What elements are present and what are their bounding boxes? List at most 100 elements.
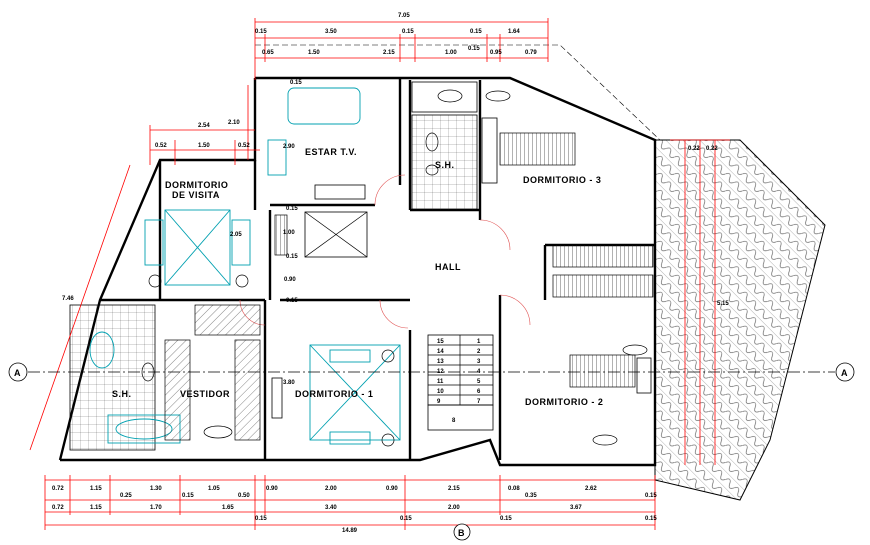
room-label-dormitorio-2: DORMITORIO - 2 xyxy=(525,397,603,407)
dim-380: 3.80 xyxy=(283,380,295,386)
stair-step-7: 7 xyxy=(477,399,481,405)
upper-projection-line xyxy=(255,44,661,141)
axis-label-a-left: A xyxy=(14,368,21,378)
dim-top-r1-1: 3.50 xyxy=(325,29,337,35)
stair-step-9: 9 xyxy=(437,399,441,405)
room-label-dormitorio-1: DORMITORIO - 1 xyxy=(295,389,373,399)
dim-bot-r2-0: 0.72 xyxy=(52,505,64,511)
dim-left-254: 2.54 xyxy=(198,123,210,129)
dim-015c: 0.15 xyxy=(286,298,298,304)
room-label-sh-left: S.H. xyxy=(112,389,132,399)
dim-bot-r1-8: 2.00 xyxy=(325,486,337,492)
roof-area xyxy=(654,139,826,501)
dim-top-r2-1: 1.50 xyxy=(308,50,320,56)
dim-bot-r3-1: 0.15 xyxy=(400,516,412,522)
room-label-sh-top: S.H. xyxy=(435,160,455,170)
dim-top-r2-4: 0.15 xyxy=(468,46,480,52)
dim-bot-r1-11: 0.08 xyxy=(508,486,520,492)
staircase: 15 14 13 12 11 10 9 1 2 3 4 5 6 7 8 xyxy=(427,334,494,431)
dim-bot-r1-13: 0.35 xyxy=(525,493,537,499)
dim-left-overall: 7.46 xyxy=(62,296,74,302)
room-label-dormitorio-3: DORMITORIO - 3 xyxy=(523,175,601,185)
door-swings xyxy=(239,174,531,329)
dim-bot-r3-2: 0.15 xyxy=(500,516,512,522)
dim-top-r2-3: 1.00 xyxy=(445,50,457,56)
stair-step-13: 13 xyxy=(437,359,444,365)
dim-015b: 0.15 xyxy=(286,254,298,260)
dim-bot-r3-0: 0.15 xyxy=(255,516,267,522)
room-label-dormitorio-visita-line1: DORMITORIO xyxy=(165,180,228,190)
dim-bot-r3-3: 0.15 xyxy=(645,516,657,522)
axis-b: B xyxy=(453,523,471,541)
dim-090: 0.90 xyxy=(284,277,296,283)
stair-landing-8: 8 xyxy=(452,418,456,424)
dim-bot-r1-0: 0.72 xyxy=(52,486,64,492)
stair-step-12: 12 xyxy=(437,369,444,375)
dim-bot-r1-6: 0.50 xyxy=(238,493,250,499)
dim-top-r1-3: 0.15 xyxy=(470,29,482,35)
estar-furniture xyxy=(267,87,366,200)
stair-step-6: 6 xyxy=(477,389,481,395)
dim-left-210: 2.10 xyxy=(228,120,240,126)
void-shaft xyxy=(304,211,368,258)
dim-top-r2-0: 0.65 xyxy=(262,50,274,56)
dim-bot-r1-2: 0.25 xyxy=(120,493,132,499)
bedroom-3-bed xyxy=(481,90,576,184)
dim-top-r2-2: 2.15 xyxy=(383,50,395,56)
dim-bot-r1-12: 2.62 xyxy=(585,486,597,492)
dim-bot-r1-7: 0.90 xyxy=(266,486,278,492)
dim-205: 2.05 xyxy=(230,232,242,238)
dim-015d: 0.15 xyxy=(290,80,302,86)
dim-bot-r1-1: 1.15 xyxy=(90,486,102,492)
guest-bed xyxy=(144,209,251,288)
dim-bot-overall: 14.89 xyxy=(342,528,358,534)
bedroom-1-bed xyxy=(271,344,401,447)
stair-step-1: 1 xyxy=(477,339,481,345)
dim-right-022a: 0.22 xyxy=(688,146,700,152)
vestidor-closet xyxy=(164,304,261,441)
room-label-dormitorio-visita-line2: DE VISITA xyxy=(172,190,220,200)
axis-label-b: B xyxy=(458,528,465,538)
dim-bot-r1-10: 2.15 xyxy=(448,486,460,492)
stair-step-5: 5 xyxy=(477,379,481,385)
dim-bot-r1-14: 0.15 xyxy=(645,493,657,499)
dim-015a: 0.15 xyxy=(286,206,298,212)
closets-hatched xyxy=(274,214,654,298)
dim-top-r1-4: 1.64 xyxy=(508,29,520,35)
dim-bot-r2-6: 3.67 xyxy=(570,505,582,511)
dim-top-overall: 7.05 xyxy=(398,13,410,19)
dim-right-515: 5.15 xyxy=(717,301,729,307)
dim-bot-r1-5: 1.05 xyxy=(208,486,220,492)
dim-top-r1-0: 0.15 xyxy=(255,29,267,35)
right-dimensions: 0.22 0.22 5.15 xyxy=(670,139,730,465)
bedroom-2-bed xyxy=(569,344,652,446)
dim-bot-r2-4: 3.40 xyxy=(325,505,337,511)
dim-bot-r2-5: 2.00 xyxy=(448,505,460,511)
bathroom-left xyxy=(69,304,181,451)
stair-step-10: 10 xyxy=(437,389,444,395)
stair-step-14: 14 xyxy=(437,349,444,355)
room-label-vestidor: VESTIDOR xyxy=(180,389,230,399)
dim-bot-r1-9: 0.90 xyxy=(386,486,398,492)
dim-bot-r2-1: 1.15 xyxy=(90,505,102,511)
axis-label-a-right: A xyxy=(841,368,848,378)
dim-bot-r1-4: 0.15 xyxy=(182,493,194,499)
stair-step-3: 3 xyxy=(477,359,481,365)
dim-bot-r1-3: 1.30 xyxy=(150,486,162,492)
left-dimensions: 2.54 2.10 0.52 1.50 0.52 7.46 xyxy=(29,85,260,451)
dim-bot-r2-2: 1.70 xyxy=(150,505,162,511)
dim-left-r3-0: 0.52 xyxy=(155,143,167,149)
bathroom-top xyxy=(411,81,478,211)
stair-step-11: 11 xyxy=(437,379,444,385)
dim-top-r1-2: 0.15 xyxy=(402,29,414,35)
dim-top-r2-5: 0.95 xyxy=(490,50,502,56)
stair-step-15: 15 xyxy=(437,339,444,345)
dim-bot-r2-3: 1.65 xyxy=(222,505,234,511)
dim-290: 2.90 xyxy=(283,144,295,150)
room-label-hall: HALL xyxy=(435,262,461,272)
stair-step-2: 2 xyxy=(477,349,481,355)
bottom-dimensions: 0.72 1.15 0.25 1.30 0.15 1.05 0.50 0.90 … xyxy=(44,475,657,534)
dim-left-r3-2: 0.52 xyxy=(238,143,250,149)
room-label-estar-tv: ESTAR T.V. xyxy=(305,147,357,157)
